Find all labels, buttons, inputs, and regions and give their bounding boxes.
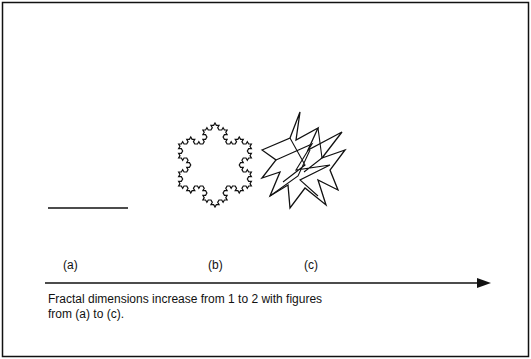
frame bbox=[3, 3, 529, 357]
koch-curve bbox=[179, 123, 252, 207]
arrow-shaft bbox=[45, 282, 479, 284]
caption-note: Fractal dimensions increase from 1 to 2 … bbox=[48, 292, 348, 322]
figure-label: (b) bbox=[208, 258, 223, 273]
jagged-inner-lines bbox=[270, 128, 330, 196]
figure-label: (a) bbox=[63, 258, 78, 273]
direction-arrow bbox=[45, 278, 491, 288]
koch-snowflake bbox=[179, 123, 252, 207]
arrow-head bbox=[477, 278, 491, 288]
jagged-outline bbox=[262, 112, 345, 208]
straight-line-figure bbox=[48, 207, 128, 209]
random-fractal-figure bbox=[262, 112, 345, 208]
figure-label: (c) bbox=[304, 258, 318, 273]
